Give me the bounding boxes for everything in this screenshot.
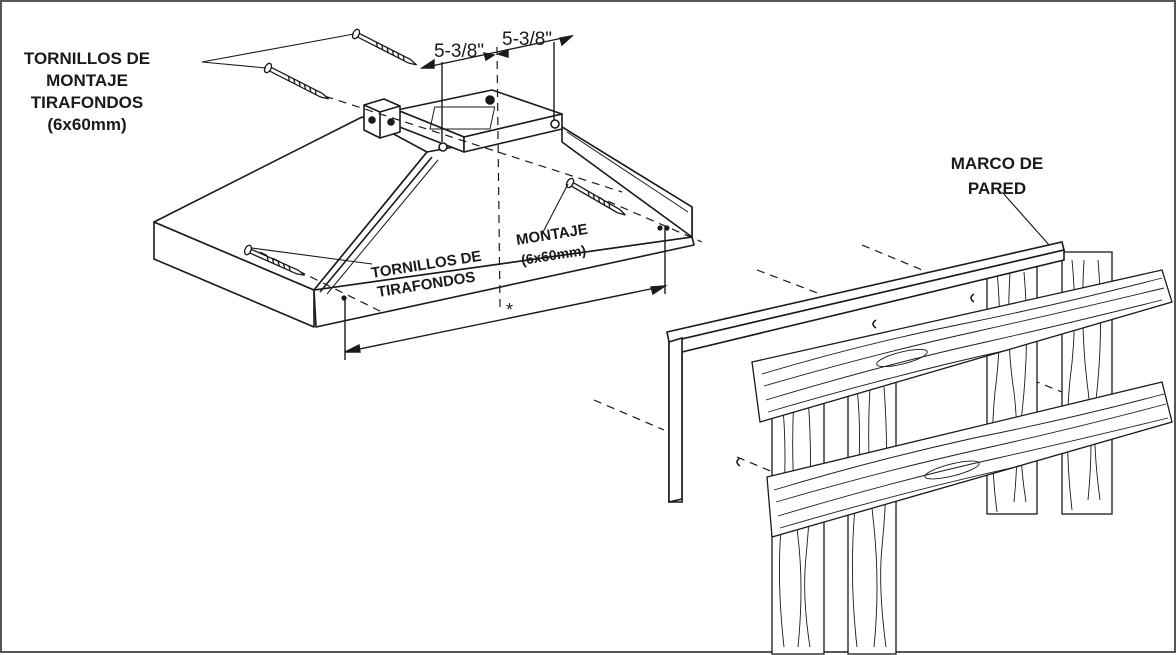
stud-2 <box>847 379 897 655</box>
blocking-upper <box>751 269 1173 423</box>
wall-frame-label: MARCO DE PARED <box>951 154 1044 198</box>
screw-top-2 <box>263 62 330 100</box>
screw-bottom-1 <box>243 244 306 276</box>
wall-blocking <box>751 269 1173 538</box>
hood-right-trim <box>566 131 689 213</box>
svg-text:TIRAFONDOS: TIRAFONDOS <box>31 93 143 112</box>
wall-plate-face <box>668 336 683 504</box>
screw-top-1 <box>351 28 418 66</box>
hood-right-end <box>561 126 693 238</box>
svg-text:TORNILLOS DE: TORNILLOS DE <box>24 49 150 68</box>
wall-plate <box>666 241 1065 504</box>
dim-left-label: 5-3/8" <box>434 41 484 62</box>
screw-bottom-2 <box>565 177 626 216</box>
center-mark: * <box>506 300 513 320</box>
svg-text:PARED: PARED <box>968 179 1026 198</box>
svg-text:MARCO DE: MARCO DE <box>951 154 1044 173</box>
leader-lines <box>201 33 1051 265</box>
range-hood <box>153 89 695 328</box>
dim-right-label: 5-3/8" <box>502 29 552 50</box>
svg-text:(6x60mm): (6x60mm) <box>47 115 126 134</box>
blocking-lower <box>766 381 1173 538</box>
lag-screws <box>243 28 626 276</box>
top-dimension <box>419 34 575 142</box>
screws-top-label: TORNILLOS DE MONTAJE TIRAFONDOS (6x60mm) <box>24 49 150 134</box>
width-dimension <box>344 226 668 360</box>
svg-text:MONTAJE: MONTAJE <box>46 71 128 90</box>
hood-left-trim <box>319 156 433 293</box>
